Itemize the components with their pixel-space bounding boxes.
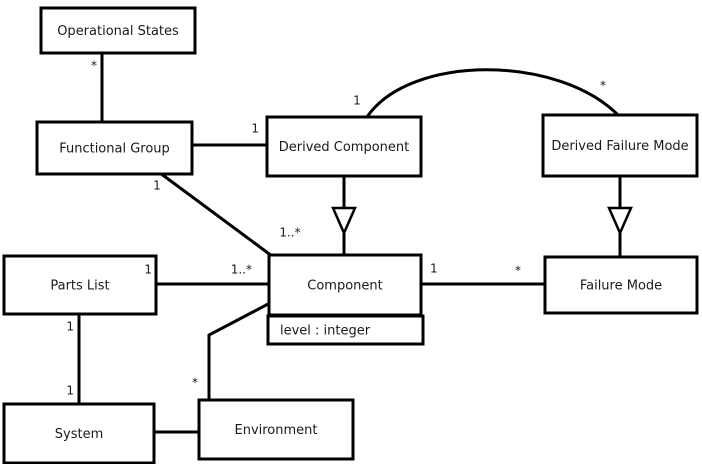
class-box-failure-mode[interactable]: Failure Mode [543, 255, 699, 315]
class-box-functional-group[interactable]: Functional Group [35, 120, 194, 176]
class-name-label: Operational States [57, 24, 179, 39]
class-name-label: Functional Group [59, 142, 170, 157]
multiplicity-label: 1 [251, 122, 259, 136]
class-box-parts-list[interactable]: Parts List [2, 254, 158, 316]
class-box-derived-component[interactable]: Derived Component [265, 115, 423, 178]
association-derived-component--derived-failure-mode [365, 68, 622, 119]
multiplicity-label: * [91, 59, 97, 73]
class-name-label: Environment [234, 423, 317, 438]
class-name-label: Derived Component [279, 140, 410, 155]
class-box-rect[interactable] [35, 120, 194, 176]
class-box-rect[interactable] [2, 402, 156, 464]
class-name-label: Component [307, 279, 382, 294]
multiplicity-label: 1 [66, 320, 74, 334]
multiplicity-label: 1 [144, 263, 152, 277]
class-box-rect[interactable] [541, 113, 699, 178]
class-box-rect[interactable] [2, 254, 158, 316]
multiplicity-label: 1 [66, 384, 74, 398]
associations-layer [77, 53, 622, 434]
generalization-arrow-icon [607, 206, 633, 237]
generalizations-layer [331, 176, 633, 257]
class-box-environment[interactable]: Environment [197, 398, 355, 461]
multiplicity-labels-layer: * 1 1 1..* 1 * 1 1..* 1 1 1 * * [66, 59, 606, 398]
class-name-label: System [55, 427, 103, 442]
multiplicity-label: 1 [153, 179, 161, 193]
class-box-component[interactable]: Component level : integer [266, 253, 425, 346]
class-box-rect[interactable] [265, 115, 423, 178]
class-box-rect[interactable] [543, 255, 699, 315]
association-environment--component [207, 301, 271, 400]
multiplicity-label: * [600, 79, 606, 93]
class-box-operational-states[interactable]: Operational States [39, 6, 197, 55]
multiplicity-label: 1..* [279, 226, 300, 240]
class-box-derived-failure-mode[interactable]: Derived Failure Mode [541, 113, 699, 178]
generalization-arrow-icon [331, 206, 357, 237]
class-attribute-compartment[interactable] [266, 314, 425, 346]
class-name-label: Failure Mode [580, 279, 662, 294]
association-functional-group--component [159, 171, 273, 258]
class-attribute-text: level : integer [280, 324, 371, 339]
class-box-system[interactable]: System [2, 402, 156, 464]
class-name-label: Parts List [50, 279, 109, 294]
class-name-label: Derived Failure Mode [551, 139, 688, 154]
multiplicity-label: * [192, 376, 198, 390]
multiplicity-label: 1..* [231, 263, 252, 277]
class-box-rect[interactable] [39, 6, 197, 55]
class-box-rect[interactable] [197, 398, 355, 461]
multiplicity-label: * [515, 264, 521, 278]
multiplicity-label: 1 [353, 94, 361, 108]
class-box-rect[interactable] [267, 253, 423, 317]
multiplicity-label: 1 [430, 262, 438, 276]
